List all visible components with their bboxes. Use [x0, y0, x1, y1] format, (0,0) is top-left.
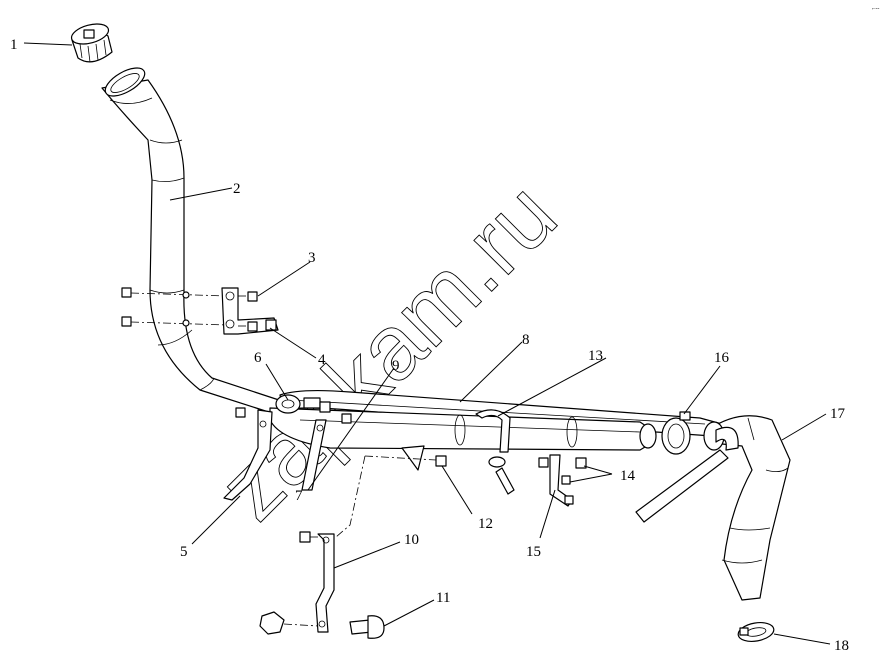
- canister: [269, 407, 657, 451]
- callout-12: 12: [478, 516, 493, 532]
- flexible-hose: [635, 415, 791, 601]
- support-strip: [301, 419, 327, 491]
- callout-13: 13: [588, 348, 603, 364]
- hose-clip: [737, 622, 775, 642]
- callout-5: 5: [180, 544, 188, 560]
- callout-numbers: 1 2 3 4 5 6 7 8 9 10 11 12 13 14 15 16 1…: [10, 37, 849, 654]
- pipe-clamp-bolts: [121, 287, 229, 327]
- callout-6: 6: [254, 350, 262, 366]
- callout-15: 15: [526, 544, 541, 560]
- callout-7: 7: [295, 488, 303, 504]
- callout-9: 9: [392, 358, 400, 374]
- callout-1: 1: [10, 37, 18, 53]
- callout-11: 11: [436, 590, 450, 606]
- hose-clamp: [661, 411, 691, 455]
- corner-mark: ⌐--: [872, 6, 879, 12]
- canister-mount-nut: [364, 445, 447, 471]
- callout-10: 10: [404, 532, 419, 548]
- leader-lines: [23, 42, 831, 645]
- support-bracket-left: [223, 409, 273, 501]
- filler-cap: [70, 23, 113, 63]
- callout-8: 8: [522, 332, 530, 348]
- callout-16: 16: [714, 350, 730, 366]
- callout-18: 18: [834, 638, 849, 654]
- hose-fitting: [235, 394, 352, 424]
- callout-2: 2: [233, 181, 241, 197]
- callout-17: 17: [830, 406, 846, 422]
- mounting-bracket: [221, 287, 279, 335]
- lower-bracket: [299, 455, 366, 633]
- callout-3: 3: [308, 250, 316, 266]
- support-bracket-right: [538, 454, 587, 507]
- strap-clamp: [475, 409, 515, 495]
- callout-14: 14: [620, 468, 636, 484]
- callout-4: 4: [318, 352, 326, 368]
- bolt-and-nut: [259, 611, 385, 639]
